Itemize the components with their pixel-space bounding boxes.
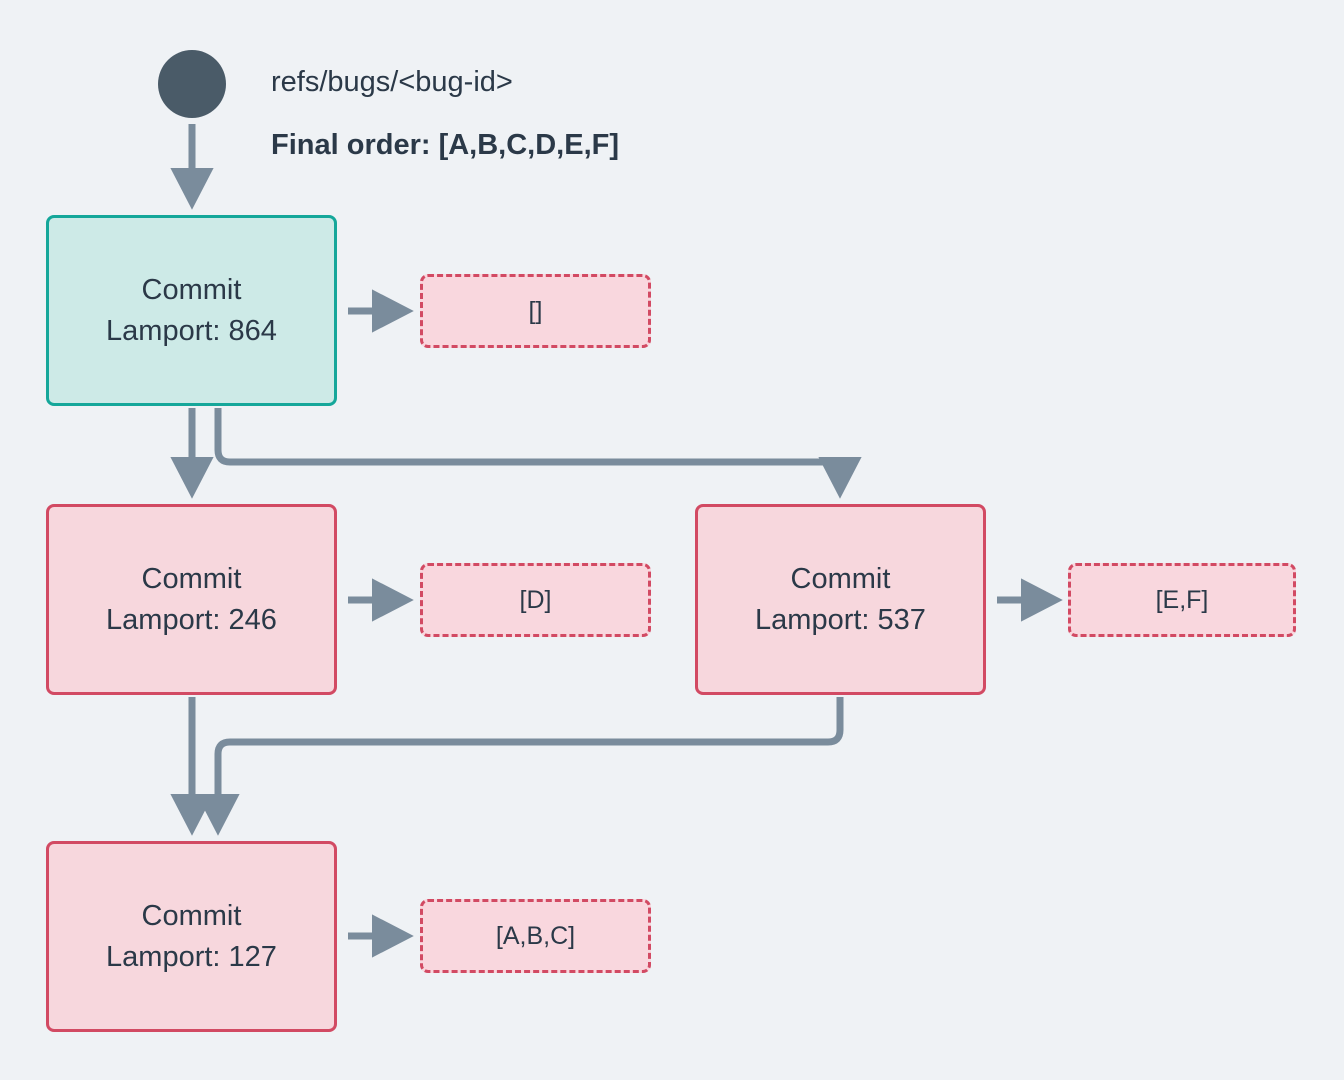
final-order-label: Final order: [A,B,C,D,E,F]: [271, 129, 619, 161]
root-ref-dot[interactable]: [158, 50, 226, 118]
commit-node-864-title: Commit: [141, 274, 242, 307]
pending-ops-tail[interactable]: [A,B,C]: [420, 899, 651, 973]
pending-ops-tail-label: [A,B,C]: [495, 921, 576, 950]
commit-node-246-lamport: Lamport: 246: [106, 603, 277, 636]
ref-path-label: refs/bugs/<bug-id>: [271, 66, 513, 98]
edge-mid-right-to-tail: [196, 697, 844, 836]
commit-node-246-title: Commit: [141, 563, 242, 596]
commit-node-537-title: Commit: [790, 563, 891, 596]
pending-ops-mid-right-label: [E,F]: [1155, 585, 1209, 614]
commit-node-864[interactable]: Commit Lamport: 864: [46, 215, 337, 406]
pending-ops-head-label: []: [528, 296, 543, 325]
pending-ops-mid-right[interactable]: [E,F]: [1068, 563, 1296, 637]
commit-node-246[interactable]: Commit Lamport: 246: [46, 504, 337, 695]
edge-head-to-mid-right: [214, 408, 862, 499]
commit-node-127-title: Commit: [141, 900, 242, 933]
commit-node-127-lamport: Lamport: 127: [106, 940, 277, 973]
pending-ops-head[interactable]: []: [420, 274, 651, 348]
commit-node-127[interactable]: Commit Lamport: 127: [46, 841, 337, 1032]
commit-node-537[interactable]: Commit Lamport: 537: [695, 504, 986, 695]
pending-ops-mid-left[interactable]: [D]: [420, 563, 651, 637]
commit-node-537-lamport: Lamport: 537: [755, 603, 926, 636]
pending-ops-mid-left-label: [D]: [519, 585, 552, 614]
commit-node-864-lamport: Lamport: 864: [106, 314, 277, 347]
